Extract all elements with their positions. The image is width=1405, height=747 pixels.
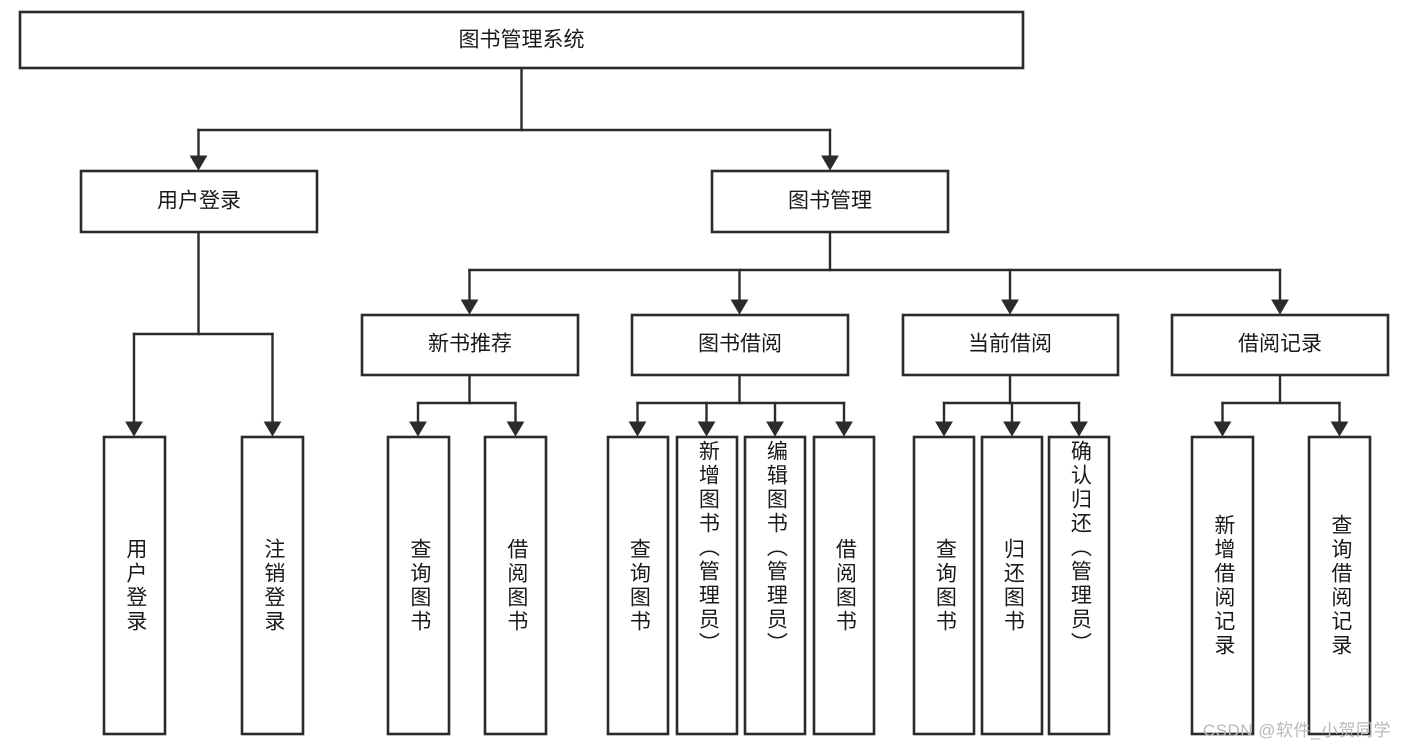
node-box-nb-query-book[interactable] (386, 435, 451, 736)
node-box-user-login-logout[interactable] (240, 435, 305, 736)
node-box-br-query-record[interactable] (1307, 435, 1372, 736)
node-box-nb-borrow-book[interactable] (483, 435, 548, 736)
node-label-user-login: 用户登录 (157, 190, 241, 213)
node-box-bb-edit-book[interactable] (743, 435, 807, 736)
node-box-user-login-login[interactable] (102, 435, 167, 736)
node-label-book-management: 图书管理 (788, 190, 872, 213)
node-box-bb-borrow-book[interactable] (812, 435, 876, 736)
node-label-book-borrow: 图书借阅 (698, 333, 782, 356)
node-label-borrow-record: 借阅记录 (1238, 333, 1322, 356)
node-box-bb-query-book[interactable] (606, 435, 670, 736)
node-label-new-book-recommend: 新书推荐 (428, 333, 512, 356)
connector-group-user-login (125, 230, 282, 437)
connector-group-current-borrow (935, 373, 1088, 437)
node-box-cb-confirm-return[interactable] (1047, 435, 1111, 736)
node-box-cb-return-book[interactable] (980, 435, 1044, 736)
node-box-br-add-record[interactable] (1190, 435, 1255, 736)
node-box-new-book-recommend[interactable] (360, 313, 580, 377)
node-label-root: 图书管理系统 (459, 29, 585, 52)
node-box-cb-query-book[interactable] (912, 435, 976, 736)
node-box-book-management[interactable] (710, 169, 950, 234)
connector-group-root (189, 66, 839, 171)
connector-group-new-book-recommend (409, 373, 525, 437)
node-box-borrow-record[interactable] (1170, 313, 1390, 377)
node-box-book-borrow[interactable] (630, 313, 850, 377)
connector-group-book-borrow (628, 373, 853, 437)
connector-group-borrow-record (1213, 373, 1349, 437)
node-box-current-borrow[interactable] (901, 313, 1120, 377)
node-box-bb-add-book[interactable] (675, 435, 739, 736)
node-box-root[interactable] (18, 10, 1025, 70)
connector-group-book-management (460, 230, 1289, 315)
node-box-user-login[interactable] (79, 169, 319, 234)
node-label-current-borrow: 当前借阅 (968, 333, 1052, 356)
csdn-watermark: CSDN @软件_小贺同学 (1202, 721, 1391, 740)
